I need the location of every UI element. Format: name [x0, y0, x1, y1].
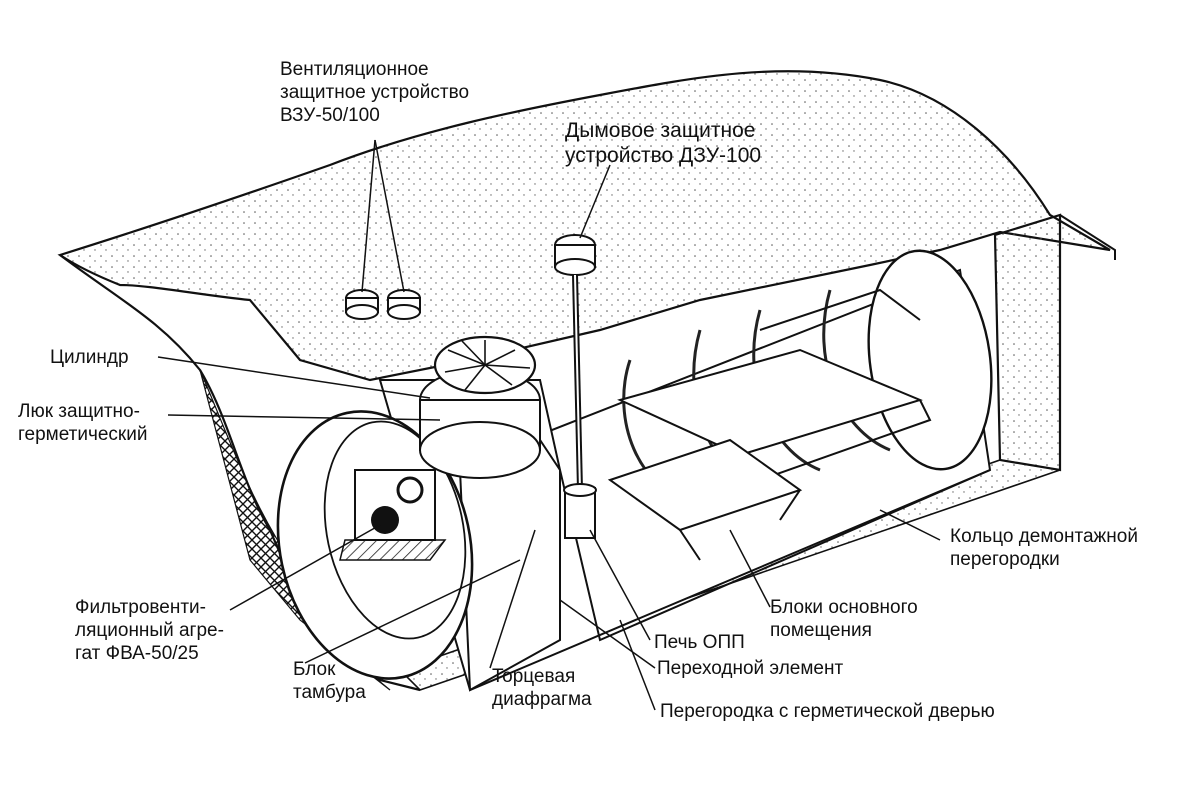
vzu-devices [345, 289, 421, 320]
leader-lines [157, 139, 941, 711]
main-cylinder [448, 249, 993, 692]
dzu-device [554, 234, 597, 539]
label-ring: Кольцо демонтажной перегородки [950, 526, 1138, 570]
label-vestibule-block: Блок тамбура [293, 659, 366, 703]
label-end-diaphragm: Торцевая диафрагма [492, 666, 592, 710]
protective-hatch [419, 335, 541, 479]
label-hatch: Люк защитно- герметический [18, 401, 148, 445]
label-stove: Печь ОПП [654, 632, 745, 653]
label-transition: Переходной элемент [657, 658, 844, 679]
label-partition-door: Перегородка с герметической дверью [660, 701, 995, 722]
label-dzu: Дымовое защитное устройство ДЗУ-100 [565, 119, 762, 167]
label-main-blocks: Блоки основного помещения [770, 597, 918, 641]
label-vzu: Вентиляционное защитное устройство ВЗУ-5… [280, 59, 470, 126]
label-cylinder: Цилиндр [50, 347, 129, 368]
label-fva: Фильтровенти- ляционный агре- гат ФВА-50… [75, 597, 224, 664]
